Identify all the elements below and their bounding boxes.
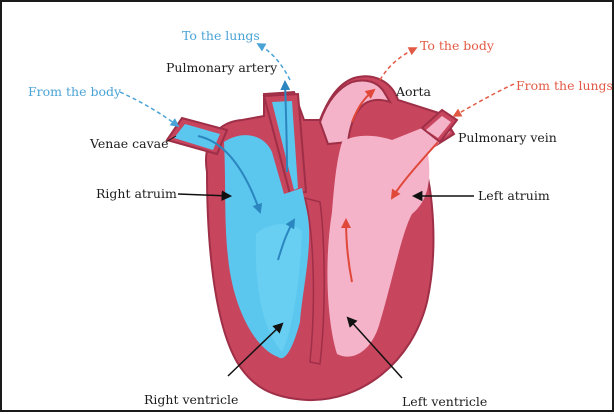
- label-to-body: To the body: [420, 38, 495, 53]
- label-right-atrium: Right atruim: [96, 186, 177, 201]
- label-aorta: Aorta: [395, 84, 432, 99]
- label-from-lungs: From the lungs: [516, 78, 613, 93]
- label-pulmonary-artery: Pulmonary artery: [166, 60, 278, 75]
- arrow-from-lungs: [454, 84, 514, 116]
- label-from-body: From the body: [28, 84, 122, 99]
- label-to-lungs: To the lungs: [182, 28, 260, 43]
- label-left-atrium: Left atruim: [478, 188, 550, 203]
- label-left-ventricle: Left ventricle: [402, 394, 487, 409]
- label-venae-cavae: Venae cavae: [89, 136, 169, 151]
- arrow-to-body: [380, 48, 416, 80]
- arrow-from-body: [120, 92, 178, 126]
- label-right-ventricle: Right ventricle: [144, 392, 238, 407]
- label-pulmonary-vein: Pulmonary vein: [458, 130, 557, 145]
